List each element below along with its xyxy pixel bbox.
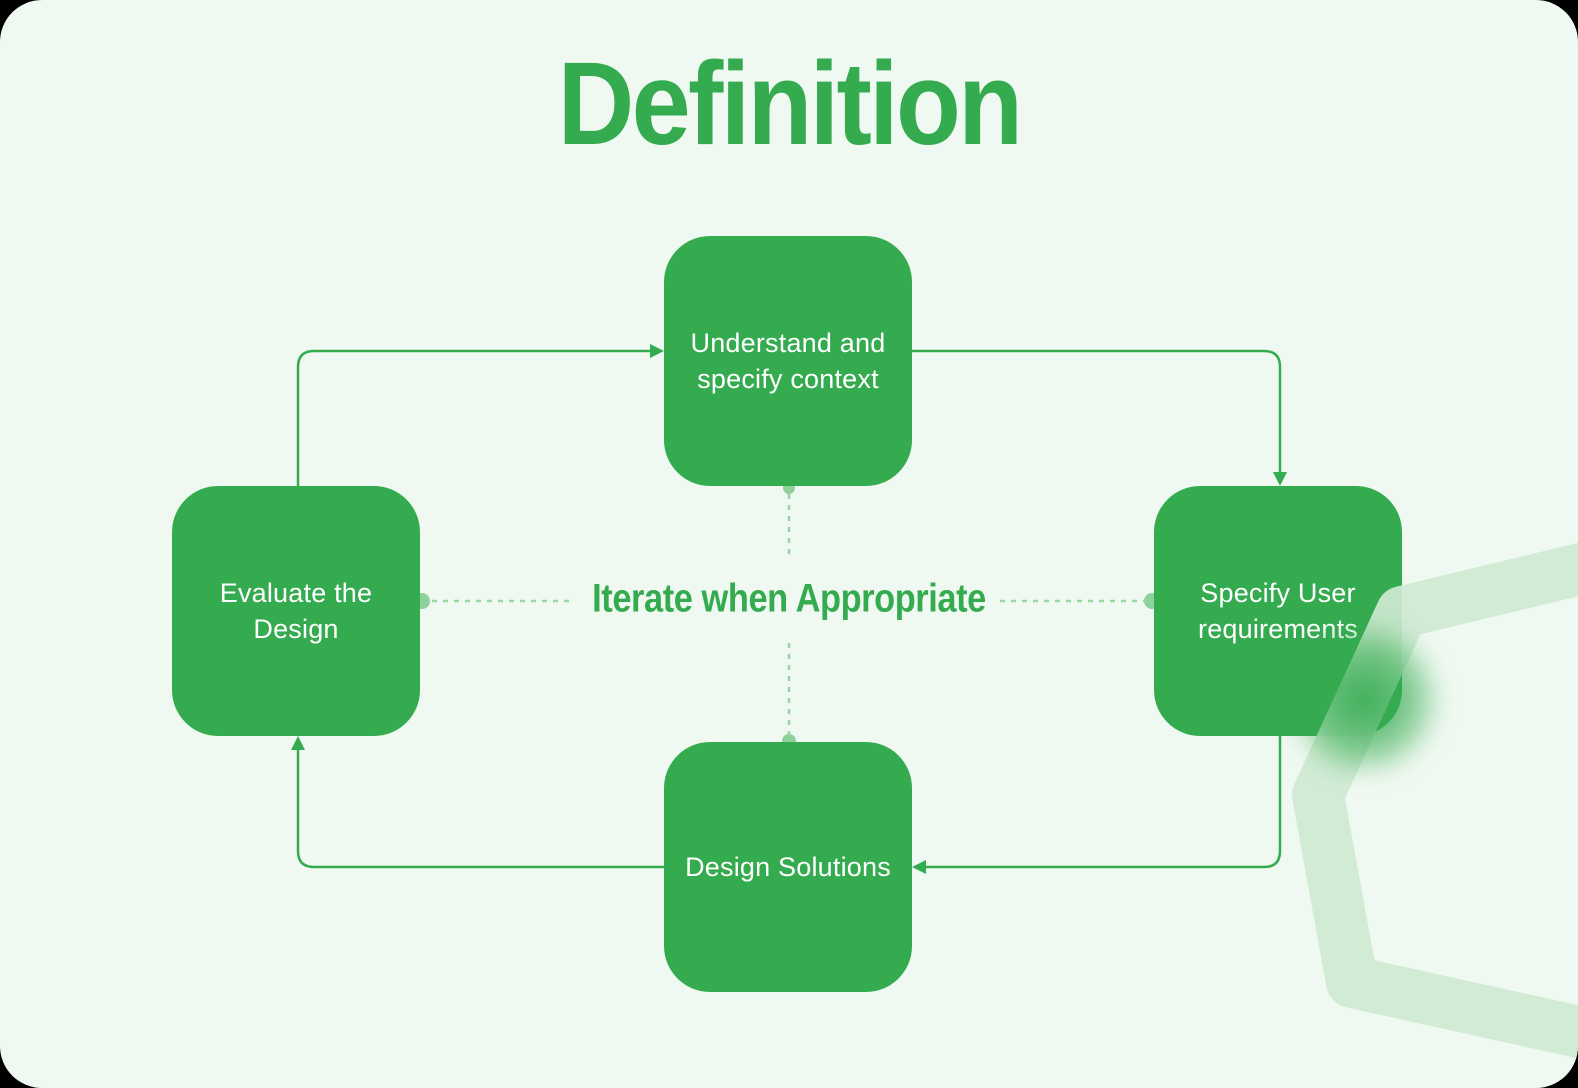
page-title: Definition — [557, 38, 1023, 170]
arrowhead-into-right-node — [1273, 472, 1287, 486]
arrowhead-into-left-node — [291, 736, 305, 750]
connector-left-to-top — [296, 349, 650, 486]
node-evaluate-design: Evaluate the Design — [172, 486, 420, 736]
node-understand-context-label: Understand and specify context — [690, 327, 886, 394]
node-design-solutions: Design Solutions — [664, 742, 912, 992]
connector-bottom-to-left — [296, 750, 664, 869]
connector-right-to-bottom — [926, 736, 1282, 869]
node-specify-user-requirements-label: Specify User requirements — [1198, 577, 1358, 644]
connector-top-to-right — [912, 349, 1282, 472]
node-evaluate-design-label: Evaluate the Design — [219, 577, 373, 644]
node-specify-user-requirements: Specify User requirements — [1154, 486, 1402, 736]
node-understand-context: Understand and specify context — [664, 236, 912, 486]
arrowhead-into-top-node — [650, 344, 664, 358]
node-design-solutions-label: Design Solutions — [685, 851, 891, 882]
center-caption: Iterate when Appropriate — [592, 576, 986, 621]
arrowhead-into-bottom-node — [912, 860, 926, 874]
